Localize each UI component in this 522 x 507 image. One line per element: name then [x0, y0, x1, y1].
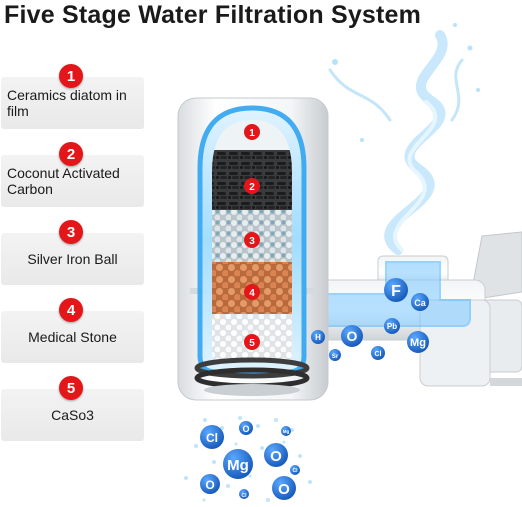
stage-1-label: Ceramics diatom in film [7, 86, 127, 119]
output-ions: Cl O Mg O O Cl Mg O Cl [200, 421, 300, 500]
layer-badge-4: 4 [249, 288, 255, 299]
stage-4-box: 4 Medical Stone [1, 298, 144, 363]
stage-2-badge: 2 [59, 142, 83, 166]
stage-3-box: 3 Silver Iron Ball [1, 220, 144, 285]
ion-mg-out-1: Mg [227, 457, 249, 474]
stage-3-label: Silver Iron Ball [27, 250, 118, 267]
ion-cl-out-2: Cl [242, 493, 248, 499]
stage-4-label: Medical Stone [28, 328, 117, 345]
layer-badge-2: 2 [249, 182, 255, 193]
water-spray [184, 416, 312, 502]
stage-1-badge: 1 [59, 64, 83, 88]
stage-5-label: CaSo3 [51, 406, 94, 423]
water-splash-icon [328, 23, 480, 255]
layer-badge-5: 5 [249, 338, 255, 349]
stage-5-badge: 5 [59, 376, 83, 400]
ion-mg-pipe: Mg [410, 337, 426, 349]
layer-badges: 1 2 3 4 5 [244, 124, 260, 350]
pipe-ions: F Ca Pb O H Mg Sr Cl [311, 278, 429, 361]
ion-o-pipe: O [347, 328, 358, 344]
ion-pb: Pb [387, 322, 397, 331]
ion-o-out-4: O [205, 478, 214, 492]
stage-5-box: 5 CaSo3 [1, 376, 144, 441]
ion-ca: Ca [414, 298, 426, 308]
ion-cl-pipe: Cl [375, 351, 382, 358]
layer-badge-3: 3 [249, 236, 255, 247]
ion-cl-out-3: Cl [293, 468, 299, 474]
ion-sr: Sr [332, 354, 339, 360]
page-title: Five Stage Water Filtration System [4, 1, 422, 29]
stage-2-box: 2 Coconut Activated Carbon [1, 142, 144, 207]
stage-2-label: Coconut Activated Carbon [7, 164, 120, 197]
filter-base [194, 357, 310, 396]
stage-3-badge: 3 [59, 220, 83, 244]
ion-cl-out-1: Cl [206, 431, 218, 445]
ion-o-out-1: O [242, 424, 249, 434]
ion-f: F [391, 283, 401, 300]
ion-o-out-2: O [270, 448, 282, 465]
stage-4-badge: 4 [59, 298, 83, 322]
ion-o-out-3: O [278, 481, 290, 498]
ion-mg-out-2: Mg [283, 429, 290, 434]
ion-h: H [315, 333, 321, 342]
stage-1-box: 1 Ceramics diatom in film [1, 64, 144, 129]
layer-badge-1: 1 [249, 128, 255, 139]
